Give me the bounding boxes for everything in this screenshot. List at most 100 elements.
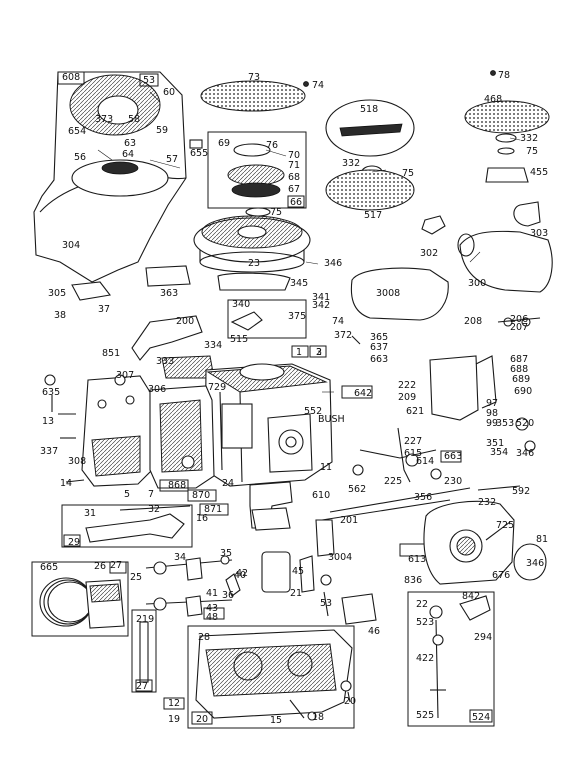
part-number-label: 592 bbox=[512, 486, 530, 497]
part-number-label: 353 bbox=[496, 418, 514, 429]
part-number-label: 42 bbox=[236, 568, 248, 579]
part-number-label: 13 bbox=[42, 416, 54, 427]
part-number-label: 613 bbox=[408, 554, 426, 565]
part-number-label: 201 bbox=[340, 515, 358, 526]
camshaft-part bbox=[261, 551, 291, 593]
part-number-label: 3008 bbox=[376, 288, 400, 299]
valve-group bbox=[145, 557, 241, 620]
part-number-label: 351 bbox=[486, 438, 504, 449]
part-number-label: 518 bbox=[360, 104, 378, 115]
starter-pulley-part bbox=[71, 159, 169, 197]
part-number-label: 225 bbox=[384, 476, 402, 487]
part-number-label: 19 bbox=[168, 714, 180, 725]
cylinder-head-group bbox=[81, 375, 229, 516]
nut-part bbox=[421, 215, 446, 235]
part-number-label: 64 bbox=[122, 149, 134, 160]
leader-lines bbox=[97, 91, 521, 393]
part-number-label: 340 bbox=[232, 299, 250, 310]
part-number-label: 688 bbox=[510, 364, 528, 375]
dipstick-group bbox=[131, 609, 157, 693]
part-number-label: 332 bbox=[342, 158, 360, 169]
label-box-19 bbox=[163, 697, 185, 710]
part-number-label: 232 bbox=[478, 497, 496, 508]
connecting-rod-box bbox=[61, 504, 193, 548]
flywheel-screen-group bbox=[189, 80, 309, 217]
part-number-label: 48 bbox=[206, 612, 218, 623]
part-number-label: 363 bbox=[160, 288, 178, 299]
part-number-label: 14 bbox=[60, 478, 72, 489]
part-number-label: 28 bbox=[198, 632, 210, 643]
part-number-label: 354 bbox=[490, 447, 508, 458]
part-number-label: 40 bbox=[234, 570, 246, 581]
part-number-label: 345 bbox=[290, 278, 308, 289]
part-number-label: 332 bbox=[520, 133, 538, 144]
label-box-868 bbox=[159, 479, 189, 492]
part-number-label: BUSH bbox=[318, 414, 345, 425]
part-number-label: 1 bbox=[296, 347, 302, 358]
part-number-label: 230 bbox=[444, 476, 462, 487]
label-box-870 bbox=[187, 489, 217, 502]
part-number-label: 74 bbox=[312, 80, 324, 91]
part-number-label: 59 bbox=[156, 125, 168, 136]
part-number-label: 71 bbox=[288, 160, 300, 171]
part-number-label: 66 bbox=[290, 197, 302, 208]
part-number-label: 37 bbox=[98, 304, 110, 315]
starter-spring-part bbox=[101, 161, 139, 175]
part-number-label: 27 bbox=[110, 560, 122, 571]
part-number-label: 20 bbox=[196, 714, 208, 725]
part-number-label: 27 bbox=[136, 681, 148, 692]
part-number-label: 373 bbox=[95, 114, 113, 125]
part-number-label: 41 bbox=[206, 588, 218, 599]
sump-box bbox=[187, 625, 355, 729]
part-number-label: 67 bbox=[288, 184, 300, 195]
part-number-label: 655 bbox=[190, 148, 208, 159]
part-number-label: 615 bbox=[404, 448, 422, 459]
part-number-label: 468 bbox=[484, 94, 502, 105]
part-number-label: 56 bbox=[74, 152, 86, 163]
filter-screen-part bbox=[464, 100, 550, 134]
part-number-label: 209 bbox=[398, 392, 416, 403]
part-number-label: 294 bbox=[474, 632, 492, 643]
part-number-label: 73 bbox=[248, 72, 260, 83]
label-box-53b bbox=[203, 607, 225, 620]
flywheel-group bbox=[193, 215, 311, 273]
part-number-label: 222 bbox=[398, 380, 416, 391]
hardware-group bbox=[44, 70, 541, 721]
part-number-label: 60 bbox=[163, 87, 175, 98]
part-number-label: 53 bbox=[320, 598, 332, 609]
part-number-label: 375 bbox=[288, 311, 306, 322]
part-number-label: 687 bbox=[510, 354, 528, 365]
part-number-label: 422 bbox=[416, 653, 434, 664]
part-number-label: 58 bbox=[128, 114, 140, 125]
part-number-label: 303 bbox=[530, 228, 548, 239]
part-number-label: 333 bbox=[156, 356, 174, 367]
label-box-1 bbox=[291, 345, 309, 358]
flywheel-screen-part bbox=[200, 80, 306, 112]
part-number-label: 621 bbox=[406, 406, 424, 417]
sump-group bbox=[163, 625, 355, 729]
part-number-label: 219 bbox=[136, 614, 154, 625]
throttle-lever-part bbox=[131, 315, 203, 361]
part-number-label: 523 bbox=[416, 617, 434, 628]
part-number-label: 26 bbox=[94, 561, 106, 572]
air-cleaner-element-part bbox=[325, 169, 415, 211]
part-number-label: 98 bbox=[486, 408, 498, 419]
part-number-label: 208 bbox=[464, 316, 482, 327]
part-number-label: 97 bbox=[486, 398, 498, 409]
part-number-label: 11 bbox=[320, 462, 332, 473]
part-number-label: 200 bbox=[176, 316, 194, 327]
part-number-label: 70 bbox=[288, 150, 300, 161]
part-number-label: 635 bbox=[42, 387, 60, 398]
part-number-label: 346 bbox=[324, 258, 342, 269]
part-number-label: 300 bbox=[468, 278, 486, 289]
part-number-label: 341 bbox=[312, 292, 330, 303]
part-number-label: 302 bbox=[420, 248, 438, 259]
part-number-label: 665 bbox=[40, 562, 58, 573]
part-number-label: 305 bbox=[48, 288, 66, 299]
part-number-label: 842 bbox=[462, 591, 480, 602]
part-number-label: 69 bbox=[218, 138, 230, 149]
part-number-label: 16 bbox=[196, 513, 208, 524]
label-box-2 bbox=[309, 345, 327, 358]
